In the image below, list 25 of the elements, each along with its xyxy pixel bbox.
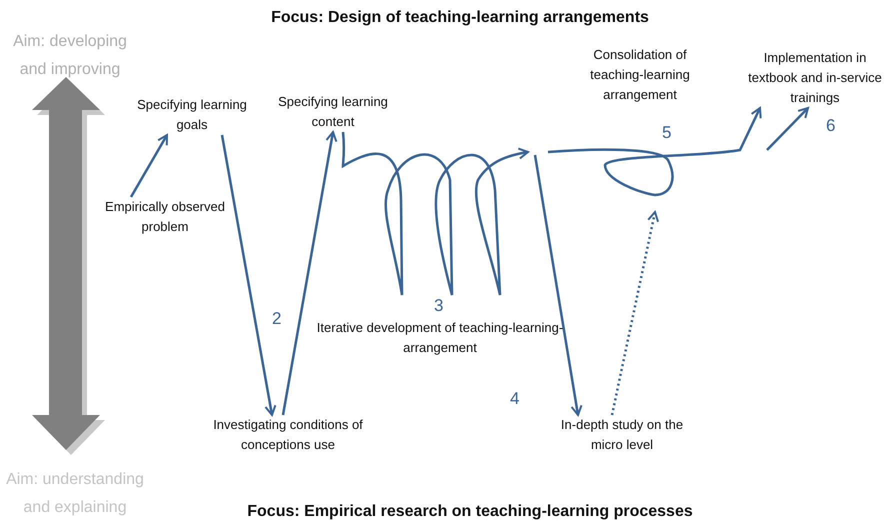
step-number: 5 [662,123,672,143]
title: Focus: Design of teaching-learning arrangements [270,8,650,28]
step-number: 6 [826,116,836,136]
step-label: Consolidation of teaching-learning arrangement [589,46,691,104]
caption: Focus: Empirical research on teaching-learning processes [246,502,694,522]
arrow [766,107,809,151]
step-label: Investigating conditions of conceptions use [212,416,364,454]
arrow [220,134,276,416]
step-number: 4 [510,389,520,409]
arrow [548,107,762,196]
step-label: In-depth study on the micro level [560,416,684,454]
arrow [342,132,529,296]
step-number: 2 [272,308,282,330]
step-label: Iterative development of teaching-learning-arrangement [316,319,564,357]
step-label: Specifying learning goals [136,96,248,134]
arrow [610,211,660,416]
step-label: Implementation in textbook and in-service trainings [747,49,883,107]
arrow [130,134,168,198]
axis-label: Aim: understanding and explaining [5,470,145,518]
arrow [534,154,582,416]
axis-label: Aim: developing and improving [12,32,128,80]
step-label: Empirically observed problem [104,198,226,236]
arrow [282,131,338,416]
step-label: Specifying learning content [277,93,389,131]
step-number: 3 [434,296,444,316]
